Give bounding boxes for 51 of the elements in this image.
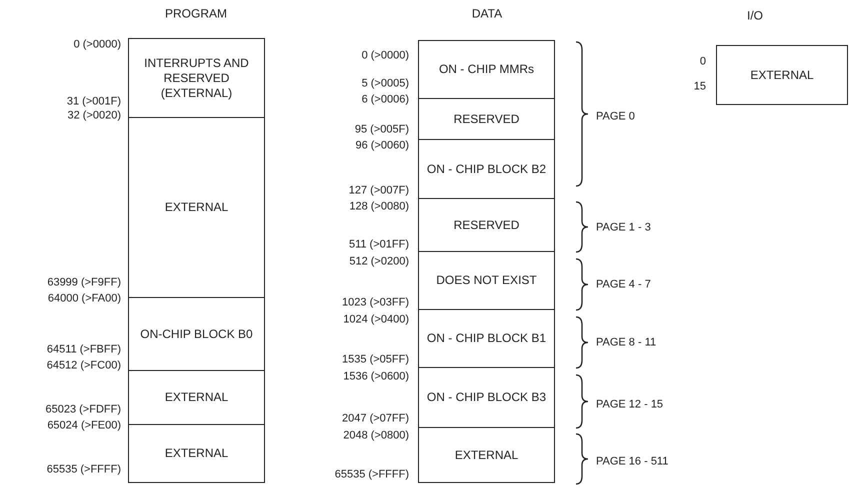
memory-segment: ON - CHIP BLOCK B2 bbox=[418, 139, 555, 199]
address-label: 15 bbox=[694, 80, 706, 94]
address-label: 32 (>0020) bbox=[67, 110, 121, 122]
memory-segment: ON - CHIP BLOCK B3 bbox=[418, 367, 555, 428]
memory-segment: EXTERNAL bbox=[128, 370, 265, 425]
address-label: 511 (>01FF) bbox=[348, 238, 409, 252]
memory-segment: ON - CHIP MMRs bbox=[418, 40, 555, 99]
column-heading: DATA bbox=[472, 8, 502, 20]
address-label: 0 (>0000) bbox=[362, 50, 409, 62]
address-label: 512 (>0200) bbox=[349, 256, 409, 268]
address-label: 65024 (>FE00) bbox=[47, 420, 121, 432]
page-label: PAGE 4 - 7 bbox=[596, 278, 651, 292]
column-heading: PROGRAM bbox=[165, 8, 227, 20]
address-label: 31 (>001F) bbox=[66, 96, 121, 108]
address-label: 5 (>0005) bbox=[362, 78, 409, 90]
page-label: PAGE 8 - 11 bbox=[596, 336, 656, 350]
memory-segment: RESERVED bbox=[418, 98, 555, 140]
memory-segment: DOES NOT EXIST bbox=[418, 251, 555, 310]
address-label: 65023 (>FDFF) bbox=[46, 404, 121, 416]
address-label: 95 (>005F) bbox=[354, 124, 409, 136]
address-label: 1024 (>0400) bbox=[343, 314, 409, 326]
address-label: 64511 (>FBFF) bbox=[46, 344, 121, 356]
address-label: 127 (>007F) bbox=[348, 184, 409, 198]
address-label: 96 (>0060) bbox=[355, 140, 409, 152]
address-label: 1023 (>03FF) bbox=[342, 296, 409, 310]
address-label: 2047 (>07FF) bbox=[342, 412, 409, 426]
address-label: 65535 (>FFFF) bbox=[334, 468, 409, 482]
address-label: 6 (>0006) bbox=[362, 94, 409, 106]
address-label: 128 (>0080) bbox=[349, 200, 409, 214]
column-heading: I/O bbox=[747, 10, 763, 22]
page-label: PAGE 16 - 511 bbox=[596, 456, 668, 468]
address-label: 1535 (>05FF) bbox=[342, 354, 409, 366]
memory-segment: INTERRUPTS AND RESERVED (EXTERNAL) bbox=[128, 38, 265, 118]
address-label: 0 bbox=[700, 56, 706, 68]
address-label: 0 (>0000) bbox=[74, 38, 121, 52]
memory-segment: RESERVED bbox=[418, 198, 555, 252]
page-label: PAGE 0 bbox=[596, 110, 635, 124]
address-label: 64512 (>FC00) bbox=[46, 360, 121, 372]
page-label: PAGE 1 - 3 bbox=[596, 222, 651, 234]
memory-segment: EXTERNAL bbox=[716, 45, 848, 105]
memory-segment: EXTERNAL bbox=[418, 427, 555, 483]
address-label: 1536 (>0600) bbox=[343, 370, 409, 384]
page-label: PAGE 12 - 15 bbox=[596, 398, 664, 412]
address-label: 65535 (>FFFF) bbox=[46, 464, 121, 476]
address-label: 64000 (>FA00) bbox=[48, 292, 121, 306]
address-label: 63999 (>F9FF) bbox=[47, 276, 121, 290]
memory-segment: EXTERNAL bbox=[128, 117, 265, 298]
address-label: 2048 (>0800) bbox=[343, 430, 409, 442]
memory-segment: EXTERNAL bbox=[128, 424, 265, 483]
memory-segment: ON-CHIP BLOCK B0 bbox=[128, 297, 265, 371]
memory-segment: ON - CHIP BLOCK B1 bbox=[418, 309, 555, 368]
